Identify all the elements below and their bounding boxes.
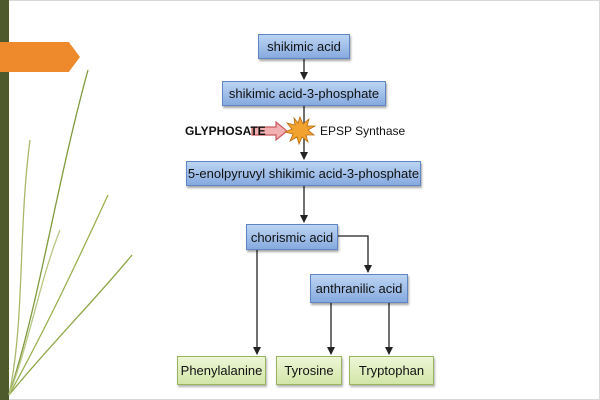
node-shikimic-acid-3-phosphate: shikimic acid-3-phosphate <box>222 81 386 106</box>
decorative-leaf-strokes <box>8 69 133 396</box>
orange-arrow-tab <box>0 42 80 72</box>
node-phenylalanine: Phenylalanine <box>177 356 266 385</box>
node-enolpyruvyl-shikimic-acid-3-phosphate: 5-enolpyruvyl shikimic acid-3-phosphate <box>186 161 421 186</box>
inhibitor-arrow <box>251 120 288 142</box>
glyphosate-label: GLYPHOSATE <box>185 124 266 138</box>
node-tyrosine: Tyrosine <box>276 356 342 385</box>
slide-left-bar <box>0 0 9 400</box>
epsp-synthase-label: EPSP Synthase <box>320 124 406 138</box>
burst-icon <box>283 115 317 146</box>
node-anthranilic-acid: anthranilic acid <box>310 274 408 303</box>
arrow-chorismic-to-anthranilic <box>338 235 372 273</box>
node-tryptophan: Tryptophan <box>349 356 434 385</box>
node-chorismic-acid: chorismic acid <box>246 224 338 250</box>
node-shikimic-acid: shikimic acid <box>258 34 350 59</box>
